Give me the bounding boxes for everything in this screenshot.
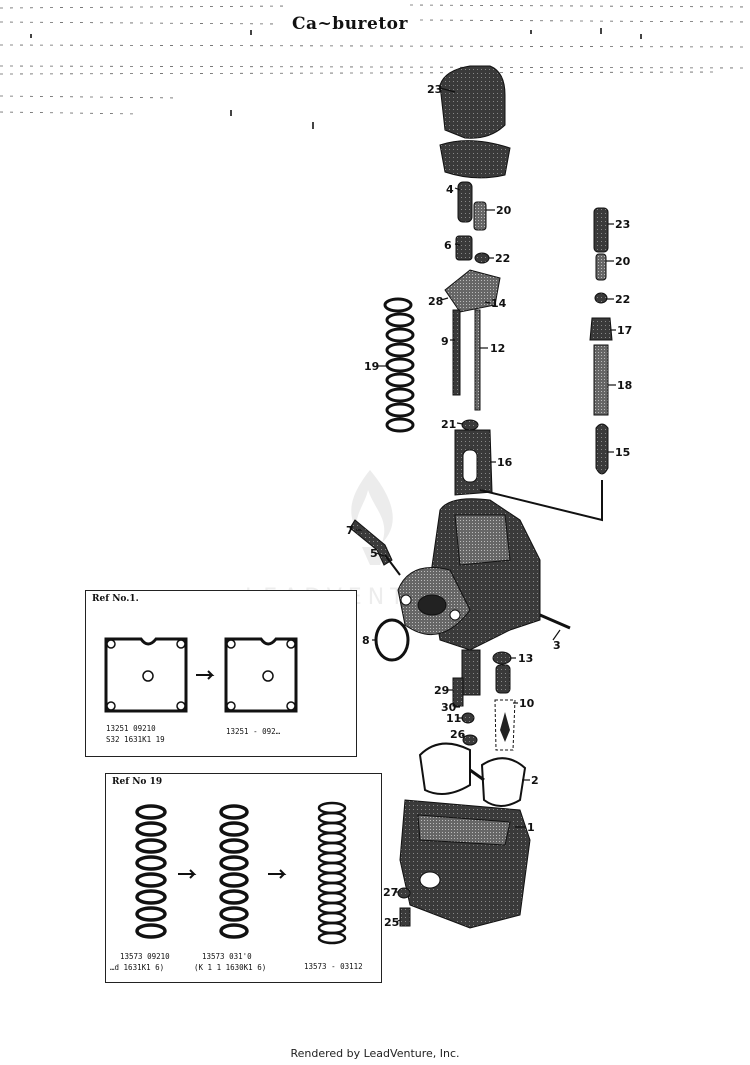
spring-variants [135, 801, 347, 945]
callout-1: 1 [527, 821, 535, 834]
top-cap-part [439, 65, 511, 179]
callout-16: 16 [497, 456, 513, 469]
callout-15: 15 [615, 446, 631, 459]
ref-box-1-part-left: 13251 09210 [106, 724, 156, 733]
ref-box-1-part-right: 13251 - 092… [226, 727, 281, 736]
ref-box-19-title: Ref No 19 [112, 777, 163, 787]
callout-3: 3 [553, 639, 561, 652]
ref-box-19-part-a-sub: …d 1631K1 6) [110, 963, 165, 972]
callout-2: 2 [531, 774, 539, 787]
callout-9: 9 [441, 335, 449, 348]
page-title: Ca~buretor [292, 14, 408, 34]
float-bowl [399, 799, 531, 929]
ref-box-19-part-b-sub: (K 1 1 1630K1 6) [194, 963, 267, 972]
callout-6: 6 [444, 239, 452, 252]
callout-20-right: 20 [615, 255, 631, 268]
ref-box-19-part-b: 13573 031'0 [202, 952, 252, 961]
callout-5: 5 [370, 547, 378, 560]
callout-10: 10 [519, 697, 535, 710]
callout-22: 22 [495, 252, 511, 265]
callout-22-right: 22 [615, 293, 631, 306]
callout-29: 29 [434, 684, 450, 697]
callout-14: 14 [491, 297, 507, 310]
callout-28: 28 [428, 295, 444, 308]
callout-23-right: 23 [615, 218, 631, 231]
callout-18: 18 [617, 379, 633, 392]
callout-17: 17 [617, 324, 633, 337]
ref-box-19: Ref No 19 13573 09210 …d 1631K1 6) 13573… [105, 773, 382, 983]
callout-27: 27 [383, 886, 399, 899]
callout-19: 19 [364, 360, 380, 373]
spring-19 [383, 297, 415, 433]
callout-23: 23 [427, 83, 443, 96]
callout-7: 7 [346, 524, 354, 537]
gasket-variants [104, 637, 298, 713]
callout-21: 21 [441, 418, 457, 431]
carburetor-body [397, 498, 541, 696]
floats [418, 742, 527, 807]
callout-30: 30 [441, 701, 457, 714]
footer-credit: Rendered by LeadVenture, Inc. [290, 1047, 460, 1060]
ref-box-1-title: Ref No.1. [92, 594, 139, 604]
scan-noise [0, 4, 750, 129]
callout-4: 4 [446, 183, 454, 196]
callout-8: 8 [362, 634, 370, 647]
ref-box-19-part-a: 13573 09210 [120, 952, 170, 961]
ref-box-19-part-c: 13573 - 03112 [304, 962, 363, 971]
callout-11: 11 [446, 712, 462, 725]
callout-25: 25 [384, 916, 400, 929]
callout-26: 26 [450, 728, 466, 741]
ref-box-1-part-left-sub: S32 1631K1 19 [106, 735, 165, 744]
callout-13: 13 [518, 652, 534, 665]
callout-12: 12 [490, 342, 506, 355]
carburetor-exploded-diagram [349, 65, 616, 929]
callout-20: 20 [496, 204, 512, 217]
ref-box-1: Ref No.1. 13251 09210 S32 1631K1 19 1325… [85, 590, 357, 757]
